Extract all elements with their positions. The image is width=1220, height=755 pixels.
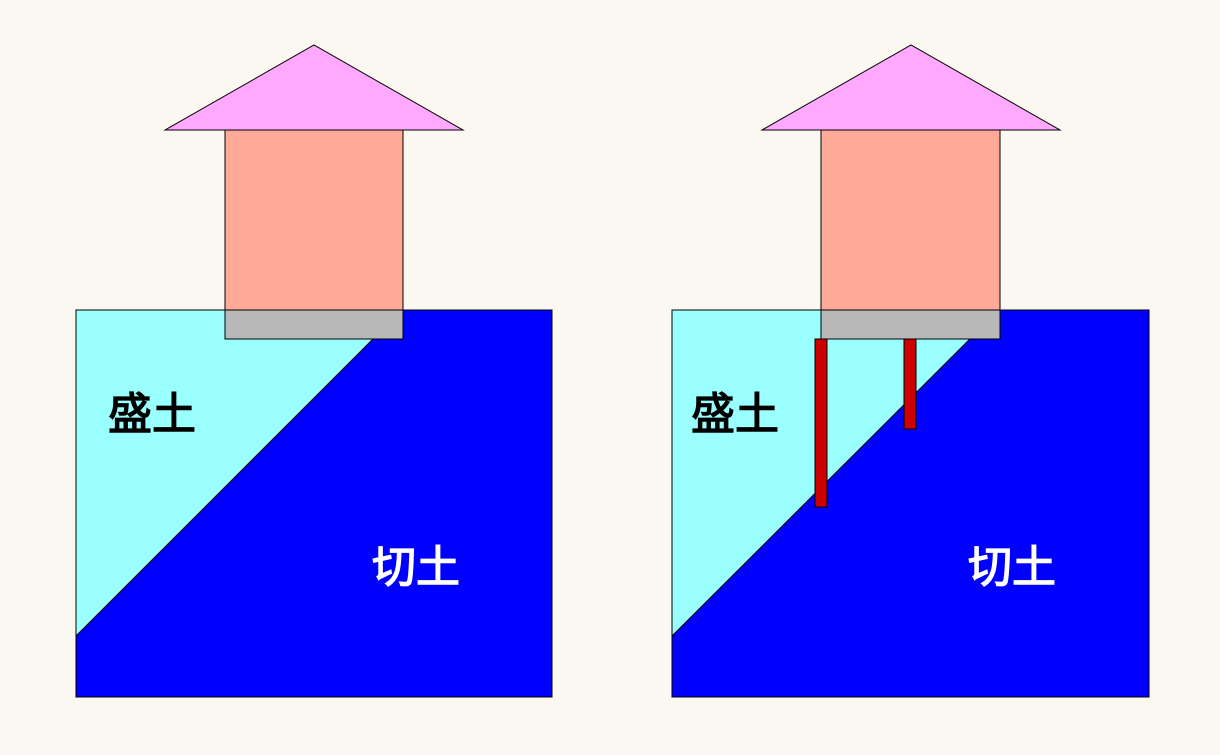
fill-cut-boundary bbox=[671, 309, 1000, 637]
fill-soil-label: 盛土 bbox=[108, 389, 196, 440]
cut-soil-label: 切土 bbox=[372, 542, 460, 593]
pile-right bbox=[903, 338, 917, 430]
fill-soil-label: 盛土 bbox=[691, 389, 779, 440]
house-wall bbox=[820, 129, 1001, 311]
pile-left bbox=[814, 338, 828, 508]
house-wall bbox=[224, 129, 404, 311]
house-foundation bbox=[224, 309, 404, 340]
cut-soil-label: 切土 bbox=[968, 542, 1056, 593]
diagram-with-piles: 盛土 切土 bbox=[671, 44, 1150, 698]
diagram-without-piles: 盛土 切土 bbox=[75, 44, 553, 698]
house-foundation bbox=[820, 309, 1001, 340]
fill-cut-boundary bbox=[75, 309, 403, 637]
